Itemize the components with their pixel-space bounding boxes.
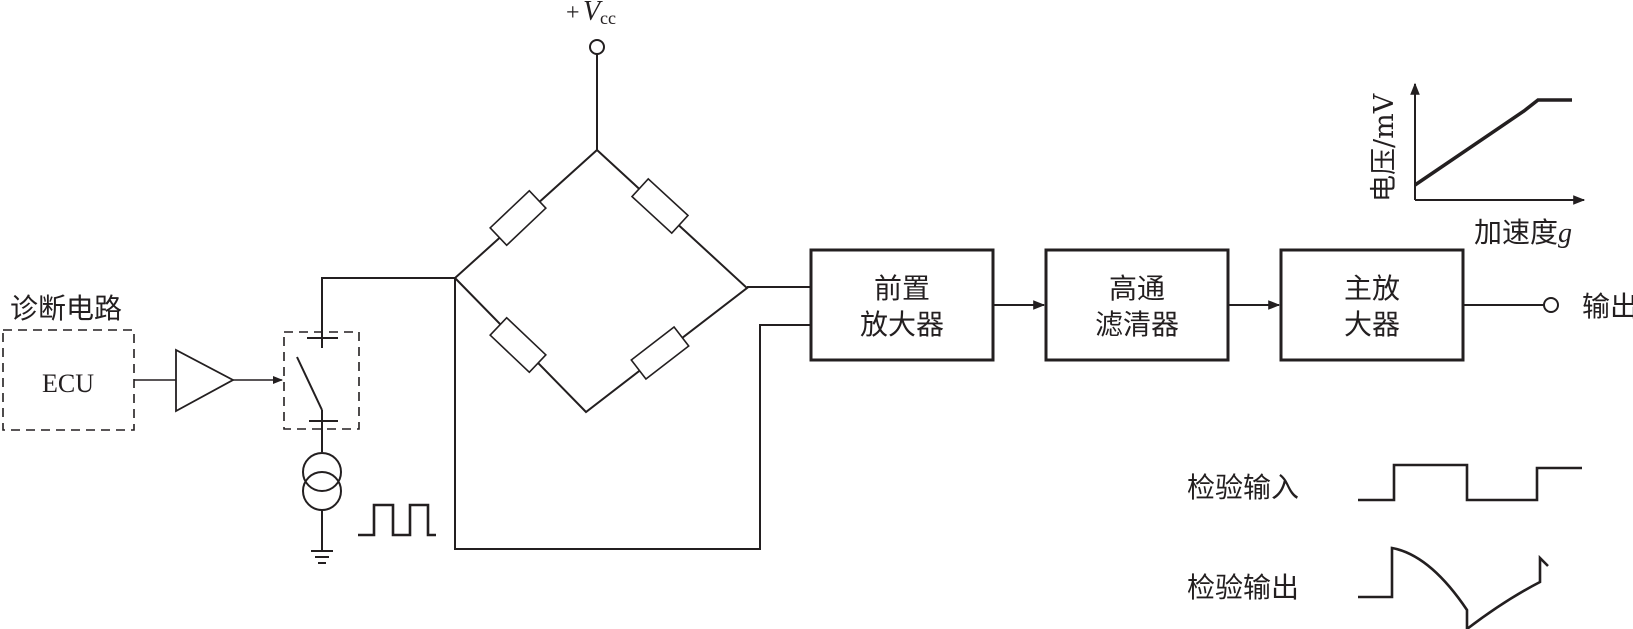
switch-blade [296,356,323,411]
supply-prefix: + [566,0,580,26]
diagnostic-label: 诊断电路 [10,292,122,325]
diagnostic-circuit: 诊断电路 ECU [2,292,283,431]
graph-response-curve [1414,98,1572,187]
buffer-amplifier-triangle [175,348,235,413]
bridge-bottom-loop-wire [454,278,811,550]
output-label: 输出 [1582,290,1633,323]
graph-x-label: 加速度g [1474,216,1572,249]
preamp-label-line2: 放大器 [860,308,944,341]
bridge-outline [453,148,749,414]
signal-chain: 前置 放大器 高通 滤清器 主放 大器 输出 [809,248,1633,362]
bridge-resistor-bottom-right [630,325,690,381]
ground-icon [311,550,333,564]
test-input-label: 检验输入 [1187,471,1299,504]
hpf-label-line2: 滤清器 [1095,308,1179,341]
test-output-label: 检验输出 [1187,571,1299,604]
supply-symbol: V [583,0,603,27]
mainamp-block [1279,248,1465,362]
test-waveforms: 检验输入 检验输出 [1187,463,1582,629]
response-graph: 电压/mV 加速度g [1369,82,1586,249]
graph-y-label: 电压/mV [1369,93,1400,202]
bridge-resistor-bottom-left [489,316,547,374]
preamp-block [809,248,995,362]
preamp-label-line1: 前置 [874,272,930,305]
bridge-resistor-top-left [489,189,547,247]
test-input-waveform [1358,463,1582,502]
hpf-block [1044,248,1230,362]
wheatstone-bridge [453,148,749,414]
hpf-label-line1: 高通 [1109,272,1165,305]
supply-terminal: + V cc [566,0,616,150]
mainamp-label-line1: 主放 [1344,272,1400,305]
test-output-waveform [1358,546,1549,629]
bridge-resistor-top-right [630,177,690,235]
pulse-train-icon [358,503,436,537]
current-source-upper-ring [302,452,342,492]
supply-subscript: cc [600,8,616,28]
ecu-label: ECU [42,369,94,398]
current-source [302,452,436,564]
switch-to-bridge-wire [321,277,455,328]
bridge-wiring [321,277,811,550]
mainamp-label-line2: 大器 [1344,308,1400,341]
test-switch [283,328,360,452]
output-terminal [1543,297,1559,313]
supply-terminal-circle [589,39,605,55]
